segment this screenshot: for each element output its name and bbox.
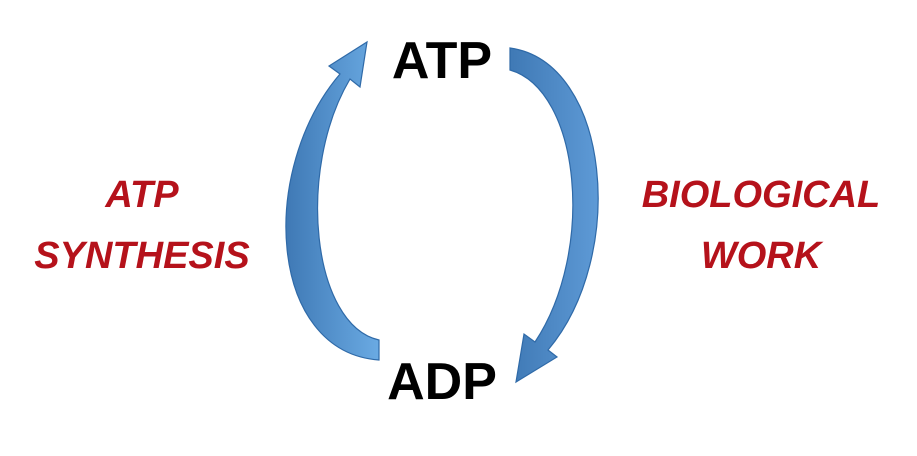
synthesis-label-line2: SYNTHESIS xyxy=(34,235,249,277)
work-label-line2: WORK xyxy=(701,235,824,277)
adp-node-label: ADP xyxy=(387,353,497,411)
synthesis-arrow xyxy=(285,40,380,361)
synthesis-label-line1: ATP xyxy=(104,174,179,216)
work-label-line1: BIOLOGICAL xyxy=(642,174,881,216)
work-arrow xyxy=(509,47,599,384)
atp-node-label: ATP xyxy=(392,32,492,90)
